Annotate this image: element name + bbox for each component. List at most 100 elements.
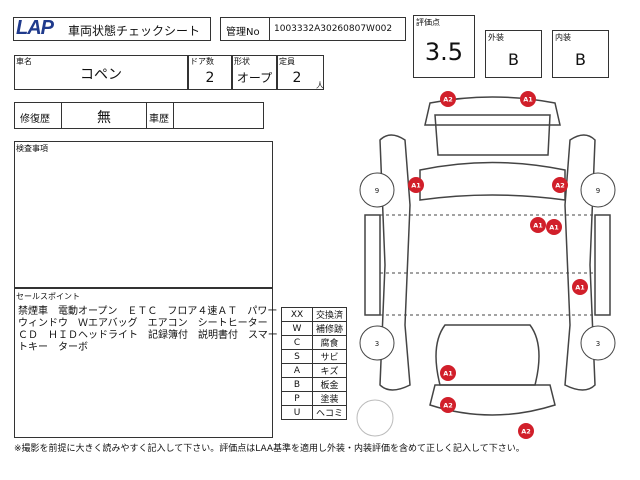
car-name: コペン: [80, 67, 122, 83]
shape-value: オープ: [236, 71, 273, 85]
exterior-label: 外装: [488, 33, 504, 42]
legend-code: P: [281, 391, 313, 406]
interior-label: 内装: [555, 33, 571, 42]
tire-tread-rl: 3: [375, 340, 379, 348]
spare-tire-icon: [356, 399, 394, 437]
score-value: 3.5: [424, 38, 464, 66]
tire-rear-left-icon: [359, 325, 395, 361]
damage-mark-label: A2: [443, 96, 453, 104]
exterior-grade: B: [508, 50, 519, 69]
legend-meaning: 交換済: [312, 307, 347, 322]
tire-tread-fl: 9: [375, 187, 379, 195]
score-box: [413, 15, 475, 78]
damage-mark-icon: [440, 91, 456, 107]
damage-mark-label: A1: [411, 182, 421, 190]
damage-mark-icon: [572, 279, 588, 295]
footer-note: ※撮影を前提に大きく読みやすく記入して下さい。評価点はLAA基準を適用し外装・内…: [14, 444, 525, 454]
damage-mark-icon: [408, 177, 424, 193]
car-name-label: 車名: [16, 57, 32, 66]
doors-cell: [188, 55, 232, 90]
legend-code: U: [281, 405, 313, 420]
legend-meaning: ヘコミ: [312, 405, 347, 420]
damage-mark-label: A2: [555, 182, 565, 190]
score-label: 評価点: [416, 18, 440, 27]
repair-label-cell: [14, 102, 62, 129]
doors-label: ドア数: [190, 57, 214, 66]
legend-code: A: [281, 363, 313, 378]
tire-tread-rr: 3: [596, 340, 600, 348]
damage-mark-icon: [530, 217, 546, 233]
right-sill-outline: [594, 214, 611, 316]
mgmt-label-cell: [220, 17, 270, 41]
capacity-cell: [277, 55, 324, 90]
windshield-outline: [419, 161, 566, 201]
interior-grade: B: [575, 50, 586, 69]
damage-mark-label: A1: [443, 370, 453, 378]
mgmt-label: 管理No: [226, 27, 260, 38]
inspection-label: 検査事項: [16, 144, 48, 153]
legend-code: B: [281, 377, 313, 392]
legend-meaning: サビ: [312, 349, 347, 364]
history-label: 車歴: [149, 114, 169, 125]
capacity-label: 定員: [279, 57, 295, 66]
legend-code: W: [281, 321, 313, 336]
doors-value: 2: [205, 70, 215, 86]
damage-mark-label: A2: [443, 402, 453, 410]
interior-box: [552, 30, 609, 78]
tire-rear-right-icon: [580, 325, 616, 361]
damage-mark-icon: [552, 177, 568, 193]
damage-mark-icon: [546, 219, 562, 235]
damage-mark-icon: [440, 397, 456, 413]
left-sill-outline: [364, 214, 381, 316]
shape-cell: [232, 55, 277, 90]
capacity-value: 2: [292, 70, 302, 86]
sales-box: [14, 288, 273, 438]
damage-mark-label: A2: [521, 428, 531, 436]
mgmt-number: 1003332A30260807W002: [274, 24, 393, 34]
damage-mark-icon: [518, 423, 534, 439]
lap-logo: LAP: [16, 17, 54, 39]
repair-value: 無: [97, 110, 111, 126]
title-box: [13, 17, 211, 41]
tire-tread-fr: 9: [596, 187, 600, 195]
legend-meaning: キズ: [312, 363, 347, 378]
right-side-outline: [564, 134, 596, 391]
damage-mark-icon: [520, 91, 536, 107]
sheet-title: 車両状態チェックシート: [68, 24, 201, 38]
shape-label: 形状: [234, 57, 250, 66]
damage-mark-label: A1: [549, 224, 559, 232]
legend-meaning: 腐食: [312, 335, 347, 350]
capacity-unit: 人: [316, 81, 324, 90]
damage-mark-icon: [440, 365, 456, 381]
tire-front-right-icon: [580, 172, 616, 208]
inspection-box: [14, 141, 273, 288]
repair-label: 修復歴: [20, 114, 50, 125]
legend-meaning: 板金: [312, 377, 347, 392]
damage-mark-label: A1: [533, 222, 543, 230]
damage-mark-label: A1: [575, 284, 585, 292]
car-name-cell: [14, 55, 188, 90]
tire-front-left-icon: [359, 172, 395, 208]
legend-code: C: [281, 335, 313, 350]
legend-meaning: 補修跡: [312, 321, 347, 336]
left-side-outline: [379, 134, 411, 391]
damage-mark-label: A1: [523, 96, 533, 104]
sales-text: 禁煙車 電動オープン ＥＴＣ フロア４速ＡＴ パワーウィンドウ Ｗエアバッグ エ…: [18, 306, 278, 353]
legend-code: XX: [281, 307, 313, 322]
bonnet-outline: [434, 114, 551, 156]
legend-meaning: 塗装: [312, 391, 347, 406]
exterior-box: [485, 30, 542, 78]
history-label-cell: [146, 102, 174, 129]
sales-label: セールスポイント: [16, 292, 80, 301]
legend-code: S: [281, 349, 313, 364]
